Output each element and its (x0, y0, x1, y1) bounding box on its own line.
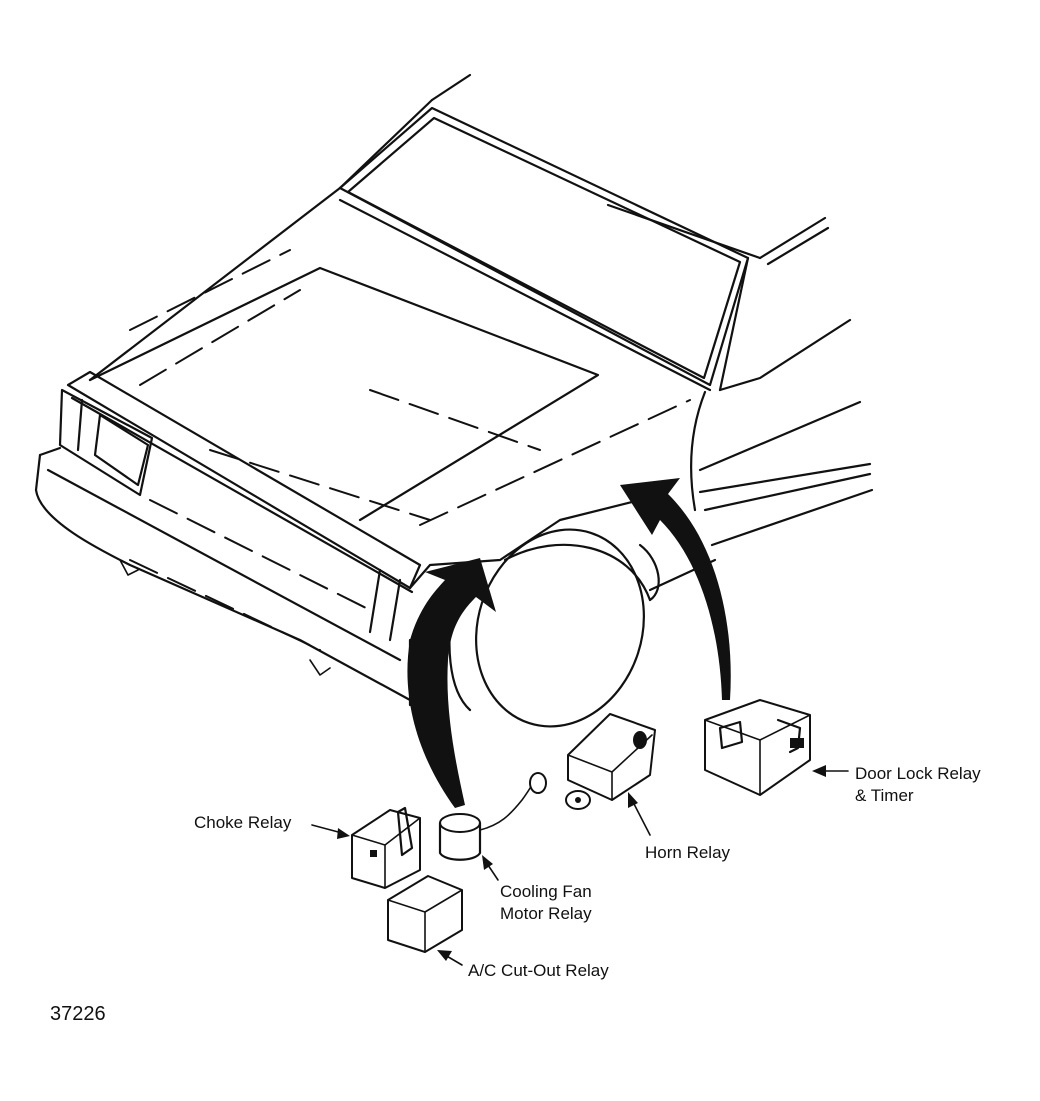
choke-relay-top-edge (384, 817, 421, 846)
door-pointer-head (812, 765, 826, 777)
labels: Choke Relay Cooling Fan Motor Relay Horn… (50, 764, 981, 1025)
roof-rear (758, 216, 827, 260)
wheel-well (503, 543, 652, 602)
arrow-right (620, 478, 731, 700)
door-relay-top-edge (759, 714, 811, 741)
horn-relay-mount-hole (575, 797, 581, 803)
cooling-fan-label-line1: Cooling Fan (500, 882, 592, 901)
fan-relay-top (439, 813, 481, 833)
headlight-lens (93, 413, 150, 487)
bumper-tab-1 (119, 559, 139, 576)
horn-pointer-line (631, 799, 651, 836)
headlight-housing (58, 388, 154, 497)
bumper-top-line (46, 468, 402, 662)
callout-pointers (311, 765, 849, 966)
grille-side (368, 568, 382, 634)
door-relay-window (718, 720, 744, 750)
horn-relay-knob (633, 731, 647, 749)
windshield-inner (346, 116, 742, 380)
hood-crease-2 (139, 289, 301, 386)
ac-relay-top-edge (424, 889, 463, 913)
cooling-fan-relay-part (438, 772, 547, 861)
door-line-3 (703, 472, 872, 512)
cooling-fan-label-line2: Motor Relay (500, 904, 592, 923)
door-top-line (718, 318, 852, 392)
front-header (66, 370, 422, 590)
fender-top (408, 498, 642, 590)
header-lower (70, 396, 414, 594)
hood-crease-3 (209, 449, 431, 521)
figure-number: 37226 (50, 1003, 106, 1025)
headlight-divider (76, 398, 84, 452)
horn-relay-body (567, 713, 656, 801)
horn-relay-part (565, 713, 656, 810)
fan-relay-wire (479, 779, 536, 831)
front-wheel (475, 528, 645, 728)
hood-crease-1 (129, 249, 291, 331)
cowl-left (88, 186, 342, 382)
choke-relay-mark (370, 850, 377, 857)
choke-relay-label: Choke Relay (194, 813, 292, 832)
horn-pointer-head (628, 792, 638, 808)
door-line-2 (698, 462, 872, 494)
hood-panel (88, 266, 600, 522)
roof-right-edge (606, 203, 762, 260)
choke-pointer-line (311, 824, 343, 834)
choke-relay-terminal (396, 806, 414, 857)
car-illustration (34, 73, 874, 728)
bumper-crease (129, 559, 321, 651)
door-lock-label-line1: Door Lock Relay (855, 764, 981, 783)
ac-cutout-label: A/C Cut-Out Relay (468, 961, 609, 980)
bumper-top-left (38, 446, 62, 457)
a-pillar (718, 256, 750, 392)
horn-relay-label: Horn Relay (645, 843, 731, 862)
arrow-left (407, 558, 496, 808)
door-relay-plug (790, 738, 804, 748)
choke-pointer-head (337, 828, 350, 839)
door-lock-label-line2: & Timer (855, 786, 914, 805)
bumper-tab-2 (309, 659, 331, 676)
roof-edge (430, 73, 472, 102)
fan-pointer-head (482, 855, 493, 870)
bumper-outline (34, 453, 412, 702)
windshield-outer (338, 106, 750, 387)
fan-relay-connector (529, 772, 547, 794)
cowl-line (338, 198, 712, 392)
fan-relay-body (438, 821, 482, 861)
hood-crease-5 (369, 389, 541, 451)
ac-cutout-relay-part (387, 875, 463, 953)
choke-relay-part (351, 806, 421, 889)
ac-pointer-head (437, 950, 452, 961)
location-arrows (407, 478, 731, 808)
choke-relay-body (351, 809, 421, 889)
fender-rear-edge (690, 390, 707, 512)
door-lock-relay-part (704, 699, 811, 796)
wheel-well-rear (638, 543, 660, 602)
hood-crease-4 (419, 399, 691, 526)
grille-side-2 (388, 578, 402, 642)
rocker-line (710, 488, 874, 547)
door-line-1 (698, 400, 862, 472)
roof-rear-inner (766, 226, 830, 266)
